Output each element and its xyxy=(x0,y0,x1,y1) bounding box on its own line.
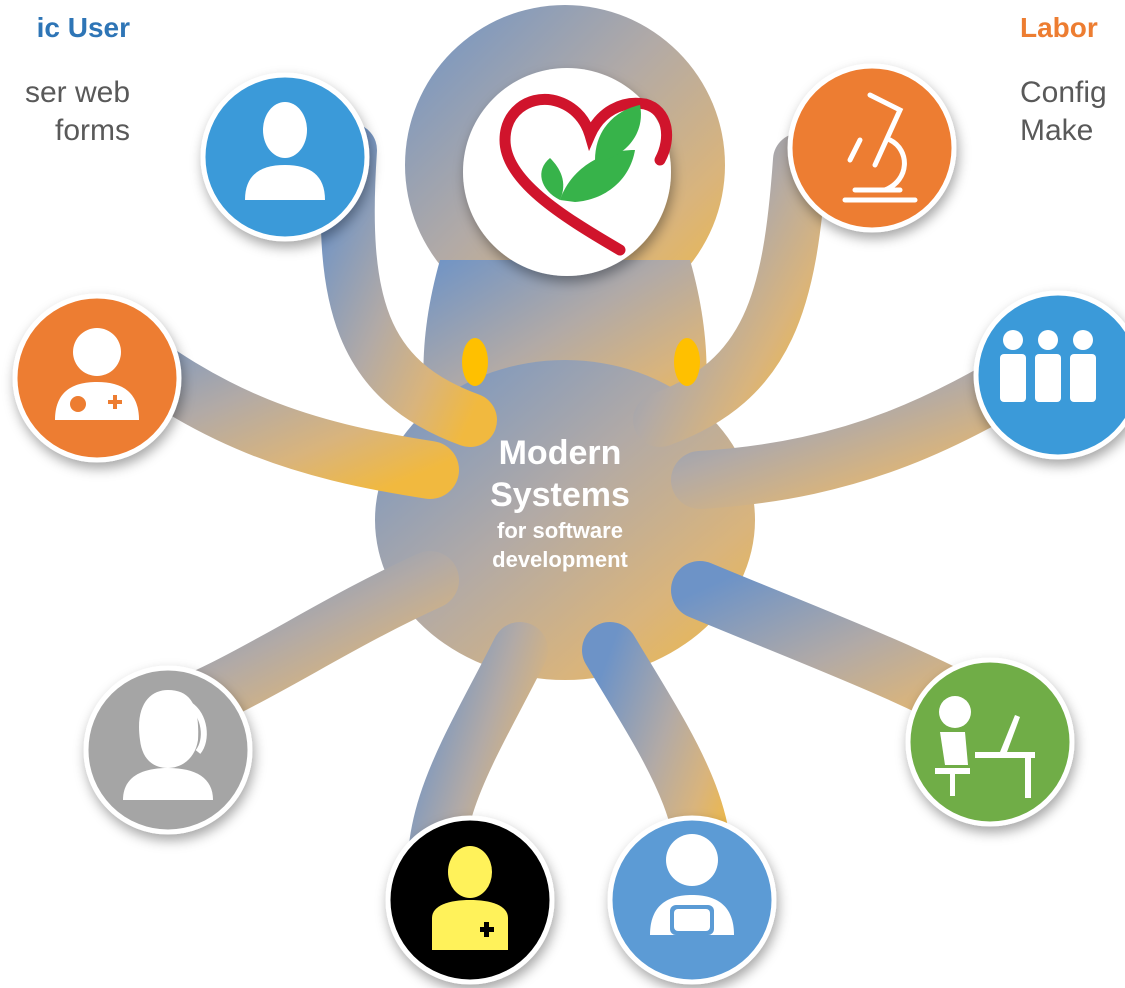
phone-operator-icon xyxy=(123,690,213,800)
left-caption: ic User ser web forms xyxy=(0,12,130,150)
node-doctor xyxy=(12,293,182,463)
microscope-icon xyxy=(842,92,918,203)
node-desk-worker xyxy=(905,657,1075,827)
center-line3: for software xyxy=(497,518,623,543)
briefcase-user-icon xyxy=(650,834,734,935)
right-caption-line1: Config xyxy=(1020,76,1107,109)
center-label: Modern Systems for software development xyxy=(440,432,680,574)
right-caption-title: Labor xyxy=(1020,12,1098,43)
center-line1: Modern xyxy=(498,434,622,472)
nurse-icon xyxy=(432,846,508,950)
right-eye xyxy=(674,338,700,386)
right-caption: Labor Config Make xyxy=(1020,12,1125,150)
heart-leaf-logo xyxy=(499,93,673,256)
right-caption-line2: Make xyxy=(1020,114,1094,147)
node-laboratory xyxy=(787,63,957,233)
doctor-icon xyxy=(55,328,139,420)
left-caption-title: ic User xyxy=(36,12,130,43)
left-caption-line2: forms xyxy=(55,114,130,147)
octopus-body xyxy=(71,5,1079,938)
center-line4: development xyxy=(492,547,628,572)
left-eye xyxy=(462,338,488,386)
desk-worker-icon xyxy=(935,696,1035,798)
left-caption-line1: ser web xyxy=(24,76,130,109)
team-icon xyxy=(1000,330,1096,402)
user-icon xyxy=(245,102,325,200)
center-line2: Systems xyxy=(490,476,630,514)
